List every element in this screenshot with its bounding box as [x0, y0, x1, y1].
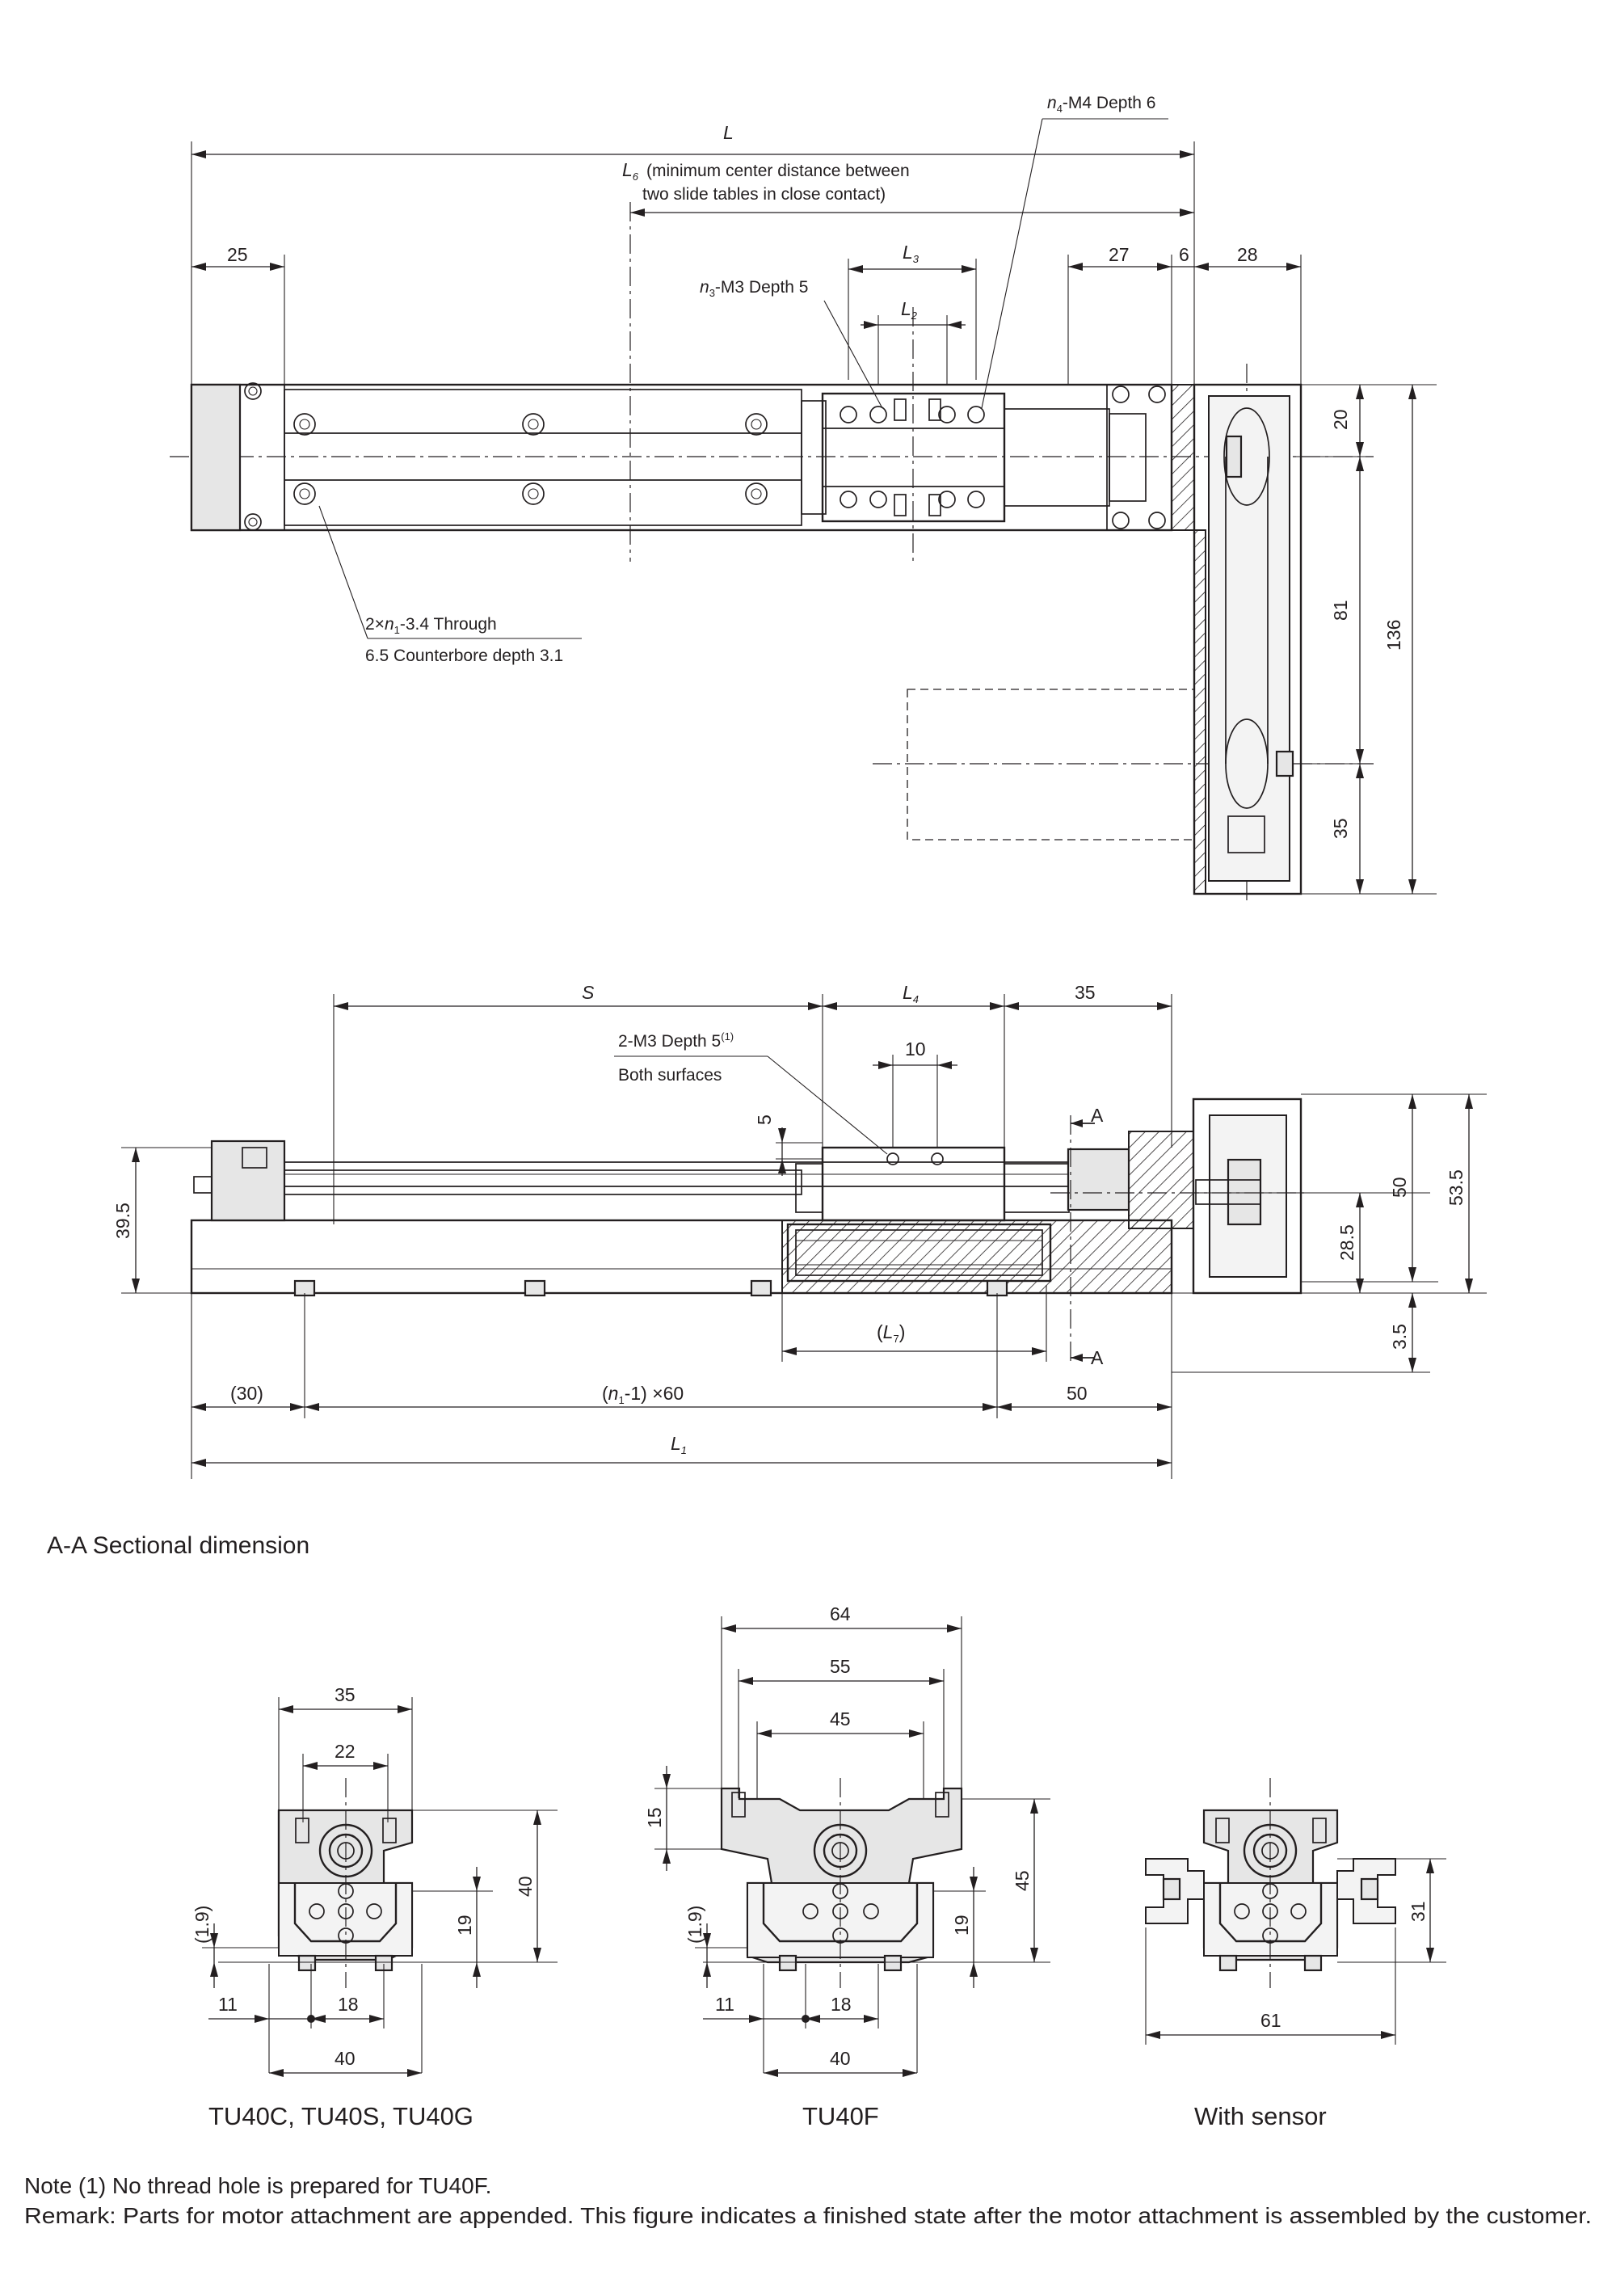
dims-bottom-side: (30) (n1-1) ×60 50 L1 [191, 1293, 1172, 1479]
motor-outline [907, 689, 1195, 840]
section-left: 35 22 40 19 (1.9) 11 18 [191, 1684, 558, 2130]
svg-text:2×n1-3.4 Through: 2×n1-3.4 Through [365, 615, 497, 636]
section-marker-AA: A A [1070, 1105, 1104, 1368]
side-view: S L4 35 2-M3 Depth 5(1) Both surfaces 10 [112, 982, 1487, 1479]
caption-middle: TU40F [802, 2102, 879, 2130]
svg-text:(1.9): (1.9) [191, 1906, 213, 1944]
label-n4-m4: n4-M4 Depth 6 [981, 94, 1168, 409]
svg-text:6: 6 [1179, 244, 1189, 265]
svg-text:25: 25 [227, 244, 248, 265]
dim-27-6-28: 27 6 28 [1067, 244, 1302, 384]
caption-left: TU40C, TU40S, TU40G [208, 2102, 473, 2130]
svg-text:15: 15 [644, 1807, 665, 1828]
svg-text:L3: L3 [903, 242, 920, 265]
svg-text:20: 20 [1330, 409, 1351, 430]
dim-10: 10 [873, 1038, 957, 1148]
svg-text:35: 35 [1330, 818, 1351, 839]
dims-right-side: 50 53.5 28.5 3.5 [1172, 1093, 1487, 1373]
svg-text:L1: L1 [671, 1433, 687, 1456]
dim-S-L4-35: S L4 35 [333, 982, 1172, 1224]
svg-text:27: 27 [1109, 244, 1130, 265]
svg-text:11: 11 [715, 1994, 734, 2015]
note-1: Note (1) No thread hole is prepared for … [24, 2173, 491, 2198]
dims-right-plan: 20 81 35 136 [1293, 384, 1437, 895]
dim-L3: L3 [848, 242, 977, 380]
svg-text:28.5: 28.5 [1336, 1224, 1357, 1261]
svg-text:28: 28 [1237, 244, 1258, 265]
dim-5: 5 [754, 1114, 823, 1176]
dim-25: 25 [191, 244, 285, 388]
svg-text:136: 136 [1383, 620, 1404, 651]
svg-text:55: 55 [830, 1656, 851, 1677]
svg-text:L2: L2 [901, 298, 918, 322]
dim-L6-sym: L6 [622, 159, 639, 183]
svg-text:A: A [1091, 1105, 1104, 1126]
section-middle: 64 55 45 15 45 19 (1.9) [644, 1603, 1050, 2130]
svg-text:L4: L4 [903, 982, 919, 1005]
dim-L6-text2: two slide tables in close contact) [642, 185, 886, 204]
plan-view: L L6 (minimum center distance between tw… [170, 94, 1437, 905]
svg-text:n3-M3 Depth 5: n3-M3 Depth 5 [700, 278, 808, 299]
svg-text:18: 18 [338, 1994, 359, 2015]
caption-right: With sensor [1194, 2102, 1327, 2130]
svg-text:n4-M4 Depth 6: n4-M4 Depth 6 [1047, 94, 1155, 115]
remark: Remark: Parts for motor attachment are a… [24, 2203, 1592, 2228]
svg-text:40: 40 [335, 2048, 356, 2069]
svg-text:40: 40 [515, 1876, 536, 1897]
svg-text:10: 10 [905, 1038, 926, 1060]
svg-text:81: 81 [1330, 600, 1351, 621]
svg-text:2-M3 Depth 5(1): 2-M3 Depth 5(1) [618, 1030, 734, 1051]
actuator-body-side [190, 1140, 1173, 1297]
motor-bracket-plan [1171, 383, 1302, 895]
svg-text:S: S [582, 982, 595, 1003]
svg-text:(L7): (L7) [877, 1321, 905, 1345]
dim-L2: L2 [861, 298, 966, 384]
dim-L-label: L [723, 122, 734, 143]
section-right: 31 61 With sensor [1145, 1778, 1446, 2130]
svg-text:53.5: 53.5 [1446, 1169, 1467, 1206]
svg-text:A: A [1091, 1347, 1104, 1368]
svg-text:64: 64 [830, 1603, 851, 1624]
svg-text:39.5: 39.5 [112, 1203, 133, 1239]
dim-L: L [191, 122, 1195, 388]
svg-text:5: 5 [754, 1114, 775, 1125]
dim-L7: (L7) [781, 1285, 1047, 1362]
svg-text:19: 19 [454, 1915, 475, 1936]
svg-text:(30): (30) [230, 1383, 263, 1404]
label-2-m3: 2-M3 Depth 5(1) Both surfaces [614, 1030, 888, 1155]
svg-text:45: 45 [830, 1708, 851, 1729]
svg-text:6.5 Counterbore depth 3.1: 6.5 Counterbore depth 3.1 [365, 647, 563, 665]
svg-text:19: 19 [951, 1915, 972, 1936]
svg-text:50: 50 [1067, 1383, 1088, 1404]
svg-text:61: 61 [1260, 2010, 1281, 2031]
section-title: A-A Sectional dimension [47, 1532, 309, 1559]
svg-text:22: 22 [335, 1741, 356, 1762]
dim-39-5: 39.5 [112, 1147, 226, 1294]
svg-text:35: 35 [335, 1684, 356, 1705]
mount-holes [244, 382, 1166, 531]
label-n3-m3: n3-M3 Depth 5 [700, 278, 883, 409]
svg-text:45: 45 [1012, 1870, 1033, 1891]
dim-L6: L6 (minimum center distance between two … [622, 159, 1194, 217]
svg-text:11: 11 [218, 1994, 238, 2015]
svg-text:18: 18 [831, 1994, 852, 2015]
svg-text:(1.9): (1.9) [684, 1906, 705, 1944]
coupling-side [1050, 1097, 1309, 1295]
dim-L6-text: (minimum center distance between [646, 162, 910, 180]
svg-text:35: 35 [1075, 982, 1096, 1003]
svg-text:31: 31 [1408, 1901, 1429, 1922]
svg-text:40: 40 [830, 2048, 851, 2069]
svg-text:3.5: 3.5 [1389, 1324, 1410, 1350]
svg-text:Both surfaces: Both surfaces [618, 1066, 722, 1085]
svg-text:(n1-1) ×60: (n1-1) ×60 [602, 1383, 684, 1406]
hole-note: 2×n1-3.4 Through 6.5 Counterbore depth 3… [318, 505, 582, 665]
svg-text:50: 50 [1389, 1177, 1410, 1198]
